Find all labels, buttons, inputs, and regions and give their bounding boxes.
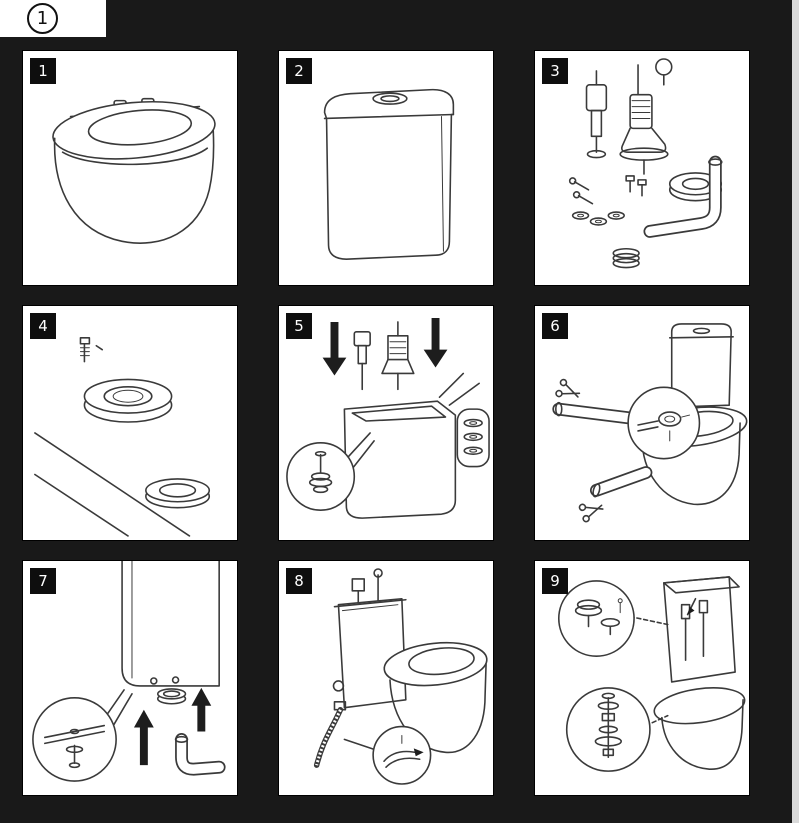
cistern bbox=[332, 597, 407, 709]
ribbed-coupling-icon bbox=[612, 247, 640, 269]
step-panel-5: 5 bbox=[278, 305, 494, 541]
detail-circle bbox=[627, 386, 701, 460]
step-panel-9: 9 bbox=[534, 560, 750, 796]
detail-circle bbox=[565, 687, 651, 772]
detail-circle bbox=[372, 725, 432, 785]
scissors-icon bbox=[578, 503, 604, 523]
toilet-bowl-illustration bbox=[52, 97, 216, 244]
washers-icon bbox=[571, 211, 625, 226]
cutaway-cistern bbox=[663, 576, 740, 683]
step-number-badge: 3 bbox=[542, 58, 568, 84]
up-arrow-icon bbox=[191, 687, 212, 732]
page-edge-strip bbox=[792, 0, 799, 823]
elbow-pipe-icon bbox=[174, 732, 226, 776]
seal-ring-icon bbox=[156, 688, 187, 705]
down-arrow-icon bbox=[322, 321, 347, 376]
toilet-bowl bbox=[653, 687, 746, 770]
cistern-parts-illustration bbox=[568, 58, 723, 269]
screws-icon bbox=[568, 175, 647, 205]
step-number-badge: 8 bbox=[286, 568, 312, 594]
step-panel-2: 2 bbox=[278, 50, 494, 286]
flush-valve-icon bbox=[381, 321, 415, 391]
toilet-bowl bbox=[383, 641, 488, 754]
floor-fixing-illustration bbox=[32, 561, 226, 782]
down-arrow-icon bbox=[423, 317, 448, 368]
braided-hose-icon bbox=[313, 700, 347, 768]
cistern-illustration bbox=[323, 88, 455, 260]
step-number-badge: 7 bbox=[30, 568, 56, 594]
step-panel-4: 4 bbox=[22, 305, 238, 541]
step-number-badge: 2 bbox=[286, 58, 312, 84]
trim-pipe-illustration bbox=[552, 323, 748, 523]
cistern-base bbox=[121, 561, 220, 687]
step-number-badge: 1 bbox=[30, 58, 56, 84]
bolt-icon bbox=[79, 337, 104, 363]
up-arrow-icon bbox=[133, 709, 154, 766]
open-cistern bbox=[343, 400, 457, 519]
step-panel-3: 3 bbox=[534, 50, 750, 286]
step-number-badge: 4 bbox=[30, 313, 56, 339]
figure-badge-area: 1 bbox=[0, 0, 106, 37]
fill-valve-icon bbox=[585, 70, 608, 159]
detail-washers-box bbox=[456, 408, 490, 468]
install-valves-illustration bbox=[286, 317, 490, 519]
water-hose-illustration bbox=[313, 568, 488, 785]
scissors-icon bbox=[555, 378, 581, 398]
final-fitting-illustration bbox=[557, 576, 746, 772]
step-number-badge: 5 bbox=[286, 313, 312, 339]
detail-circle bbox=[557, 580, 635, 657]
step-panel-1: 1 bbox=[22, 50, 238, 286]
floor-gasket-icon bbox=[145, 478, 211, 509]
step-panel-8: 8 bbox=[278, 560, 494, 796]
doughnut-seal-icon bbox=[668, 172, 723, 202]
figure-number-badge: 1 bbox=[27, 3, 58, 34]
flush-valve-icon bbox=[619, 58, 673, 175]
steps-grid: 1 2 3 bbox=[22, 50, 750, 796]
seal-gasket-illustration bbox=[34, 337, 211, 537]
detail-circle bbox=[286, 442, 356, 511]
fill-valve-icon bbox=[353, 331, 371, 391]
flush-pipe-icon bbox=[643, 155, 723, 238]
doughnut-washer-icon bbox=[83, 378, 173, 423]
detail-circle bbox=[32, 697, 117, 782]
step-number-badge: 9 bbox=[542, 568, 568, 594]
step-panel-7: 7 bbox=[22, 560, 238, 796]
step-number-badge: 6 bbox=[542, 313, 568, 339]
step-panel-6: 6 bbox=[534, 305, 750, 541]
flush-pipe-icon bbox=[552, 401, 653, 498]
